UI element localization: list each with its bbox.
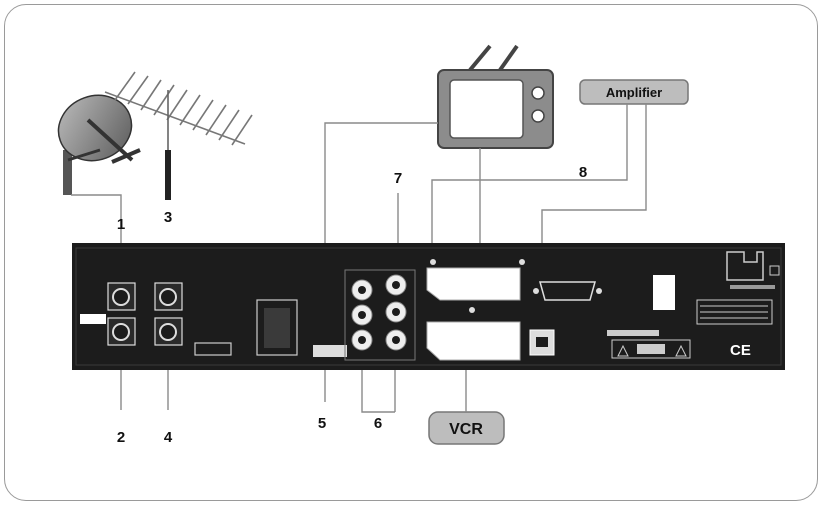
scart-vcr-port [426,307,521,361]
label-white [653,275,675,310]
satellite-dish-icon [57,94,141,195]
label-6: 6 [374,415,382,432]
lnb-connectors [80,282,136,346]
rating-label [696,299,773,325]
label-7: 7 [394,170,402,187]
label-5: 5 [318,415,326,432]
label-2: 2 [117,429,125,446]
tv-icon [437,44,554,149]
spdif-port [313,345,347,357]
rf-connectors [154,282,183,346]
power-inlet [726,251,780,289]
label-8: 8 [579,164,587,181]
rs232-port [533,281,602,301]
port-small [194,342,232,356]
amplifier-box: Amplifier [579,79,689,105]
ce-mark: CE [730,342,751,359]
vcr-label: VCR [449,421,483,438]
vcr-box: VCR [428,411,505,445]
scart-tv-port [426,259,525,301]
caution-sticker [611,339,691,359]
usb-port [256,299,298,356]
terrestrial-antenna-icon [104,71,253,200]
label-1: 1 [117,216,125,233]
warning-label [607,330,659,336]
rca-connectors [344,269,416,361]
receiver-rear-panel: CE [72,243,785,370]
label-3: 3 [164,209,172,226]
amplifier-label: Amplifier [606,85,662,100]
label-4: 4 [164,429,173,446]
